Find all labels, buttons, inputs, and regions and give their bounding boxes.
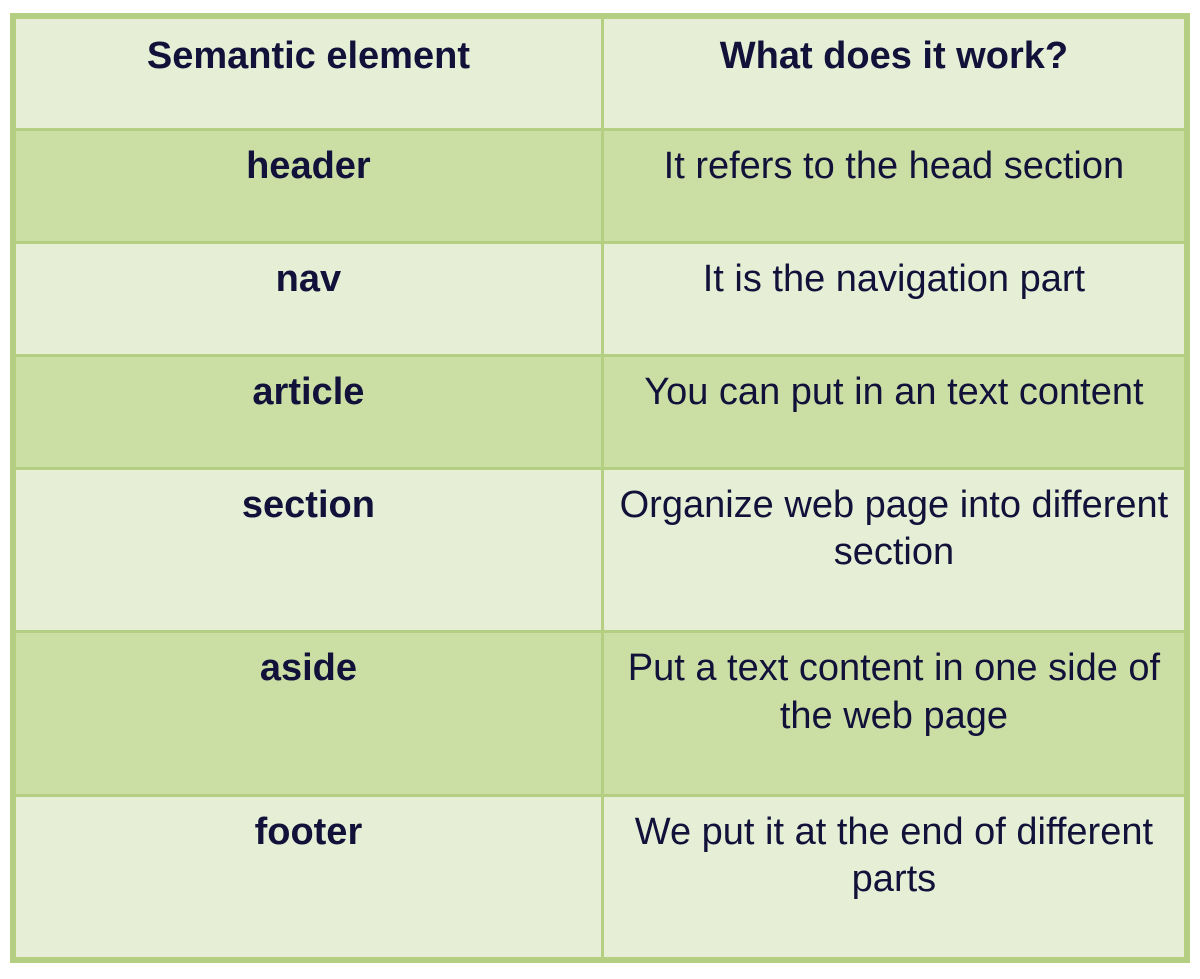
table-row: article You can put in an text content bbox=[13, 353, 1188, 470]
cell-element-description: It is the navigation part bbox=[600, 240, 1188, 357]
cell-element-description: You can put in an text content bbox=[600, 353, 1188, 470]
table-body: header It refers to the head section nav… bbox=[13, 128, 1188, 961]
table-row: section Organize web page into different… bbox=[13, 466, 1188, 634]
cell-element-description: We put it at the end of different parts bbox=[600, 793, 1188, 961]
semantic-elements-table-container: Semantic element What does it work? head… bbox=[10, 13, 1190, 963]
table-row: aside Put a text content in one side of … bbox=[13, 630, 1188, 797]
cell-element-description: Organize web page into different section bbox=[600, 466, 1188, 634]
table-row: footer We put it at the end of different… bbox=[13, 793, 1188, 961]
column-header-semantic-element: Semantic element bbox=[13, 16, 604, 131]
cell-element-description: Put a text content in one side of the we… bbox=[600, 630, 1188, 797]
cell-element-description: It refers to the head section bbox=[600, 128, 1188, 244]
cell-element-name: section bbox=[13, 466, 604, 634]
cell-element-name: article bbox=[13, 353, 604, 470]
semantic-elements-table: Semantic element What does it work? head… bbox=[13, 16, 1188, 961]
table-row: nav It is the navigation part bbox=[13, 240, 1188, 357]
column-header-what-does-it-work: What does it work? bbox=[600, 16, 1188, 131]
cell-element-name: aside bbox=[13, 630, 604, 797]
table-row: header It refers to the head section bbox=[13, 128, 1188, 244]
cell-element-name: nav bbox=[13, 240, 604, 357]
cell-element-name: header bbox=[13, 128, 604, 244]
table-header: Semantic element What does it work? bbox=[13, 16, 1188, 131]
table-header-row: Semantic element What does it work? bbox=[13, 16, 1188, 131]
cell-element-name: footer bbox=[13, 793, 604, 961]
